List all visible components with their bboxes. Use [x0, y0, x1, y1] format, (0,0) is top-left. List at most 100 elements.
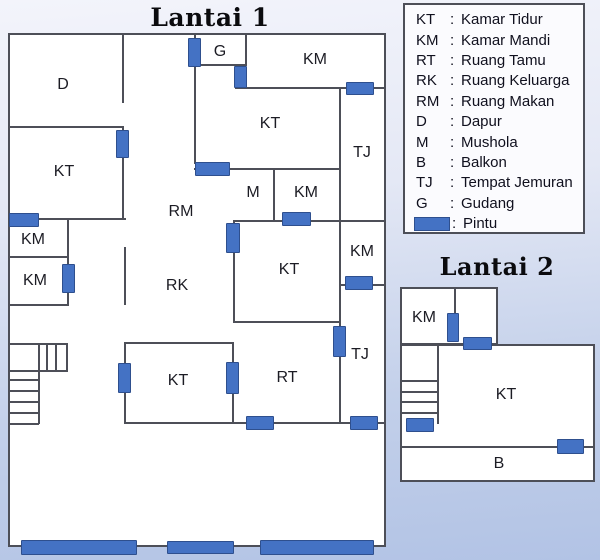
room-label-km: KM — [294, 184, 318, 201]
wall — [339, 87, 341, 423]
room-label-tj: TJ — [353, 144, 371, 161]
wall — [8, 126, 124, 128]
room-label-rk: RK — [165, 277, 189, 294]
wall — [67, 218, 69, 306]
door-marker — [346, 82, 374, 95]
legend-item: B: Balkon — [416, 153, 583, 173]
wall — [400, 401, 438, 403]
room-label-kt: KT — [278, 261, 300, 278]
door-marker — [345, 276, 373, 290]
legend-colon: : — [450, 174, 455, 192]
legend-abbr: RM — [416, 92, 440, 110]
wall — [122, 33, 124, 103]
wall — [122, 126, 124, 220]
door-marker — [21, 540, 137, 555]
legend-colon: : — [452, 215, 457, 233]
legend-item: RM:Ruang Makan — [416, 92, 583, 112]
wall — [124, 247, 126, 305]
door-marker — [463, 337, 492, 350]
legend-item: G: Gudang — [416, 194, 583, 214]
legend-colon: : — [450, 133, 455, 151]
door-marker — [188, 38, 201, 67]
room-label-g: G — [213, 43, 227, 60]
wall — [245, 33, 247, 66]
wall — [8, 256, 68, 258]
floor1-title: Lantai 1 — [150, 3, 270, 32]
door-marker — [350, 416, 378, 430]
room-label-tj: TJ — [351, 346, 369, 363]
legend-abbr: KM — [416, 31, 439, 49]
legend-name: Tempat Jemuran — [461, 174, 573, 192]
legend-item: KM: Kamar Mandi — [416, 30, 583, 50]
room-label-kt: KT — [495, 386, 517, 403]
legend-abbr: G — [416, 194, 428, 212]
legend-item: RT: Ruang Tamu — [416, 51, 583, 71]
door-marker — [246, 416, 274, 430]
wall — [124, 342, 234, 344]
wall — [400, 446, 595, 448]
legend-name: Kamar Tidur — [461, 11, 543, 29]
legend-item: TJ:Tempat Jemuran — [416, 173, 583, 193]
door-marker — [62, 264, 75, 293]
door-marker — [9, 213, 39, 227]
legend-colon: : — [450, 31, 455, 49]
door-marker — [406, 418, 434, 432]
wall — [194, 66, 196, 164]
wall — [235, 87, 386, 89]
room-label-kt: KT — [259, 115, 281, 132]
legend-name: Mushola — [461, 133, 518, 151]
legend-abbr: D — [416, 113, 427, 131]
legend-name: Balkon — [461, 153, 507, 171]
legend-item: D: Dapur — [416, 112, 583, 132]
legend-colon: : — [450, 194, 455, 212]
legend-item-pintu: : Pintu — [414, 214, 583, 234]
door-marker — [116, 130, 129, 158]
legend-abbr: M — [416, 133, 429, 151]
wall — [233, 220, 235, 322]
room-label-km: KM — [23, 272, 47, 289]
legend-name: Dapur — [461, 113, 502, 131]
room-label-km: KM — [21, 231, 45, 248]
wall — [233, 321, 340, 323]
legend-abbr: B — [416, 153, 427, 171]
door-marker — [226, 223, 240, 253]
door-marker — [167, 541, 234, 554]
door-marker — [260, 540, 374, 555]
wall — [400, 391, 438, 393]
room-label-kt: KT — [53, 163, 75, 180]
door-marker — [447, 313, 459, 342]
legend-abbr: RK — [416, 72, 437, 90]
wall — [400, 343, 498, 345]
wall — [8, 390, 39, 392]
wall — [454, 287, 456, 315]
floor2-title: Lantai 2 — [439, 252, 555, 281]
wall — [8, 401, 39, 403]
door-marker — [557, 439, 584, 454]
room-label-kt: KT — [167, 372, 189, 389]
wall — [400, 412, 438, 414]
legend-name: Pintu — [463, 215, 498, 233]
wall — [46, 343, 48, 371]
legend-colon: : — [450, 113, 455, 131]
wall — [38, 370, 40, 424]
legend-item: RK: Ruang Keluarga — [416, 71, 583, 91]
legend-colon: : — [450, 153, 455, 171]
wall — [437, 344, 439, 424]
legend-colon: : — [450, 51, 455, 69]
room-label-rm: RM — [168, 203, 194, 220]
legend-name: Ruang Tamu — [461, 51, 546, 69]
legend-abbr: RT — [416, 51, 436, 69]
legend-name: Kamar Mandi — [461, 31, 551, 49]
legend-abbr: KT — [416, 11, 436, 29]
room-label-d: D — [57, 76, 69, 93]
legend-colon: : — [450, 72, 455, 90]
legend-name: Gudang — [461, 194, 515, 212]
door-marker — [282, 212, 311, 226]
legend-name: Ruang Keluarga — [461, 72, 570, 90]
door-marker — [118, 363, 131, 393]
door-swatch-icon — [414, 217, 450, 232]
wall — [8, 423, 39, 425]
